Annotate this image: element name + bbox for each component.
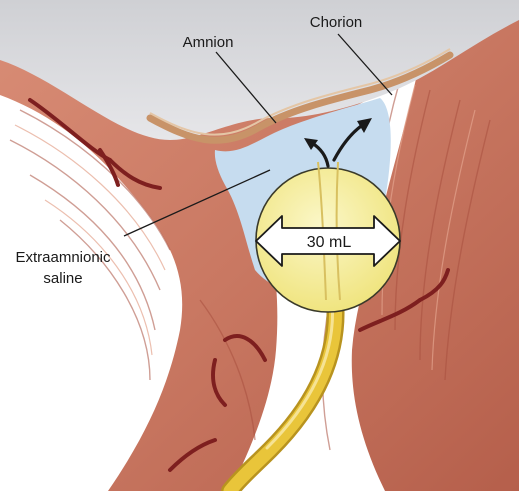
extraamnionic-label-line1: Extraamnionic [15,249,111,266]
amnion-label: Amnion [183,34,234,51]
chorion-label: Chorion [310,14,363,31]
extraamnionic-label-line2: saline [43,270,82,287]
balloon-volume-label: 30 mL [307,234,352,251]
